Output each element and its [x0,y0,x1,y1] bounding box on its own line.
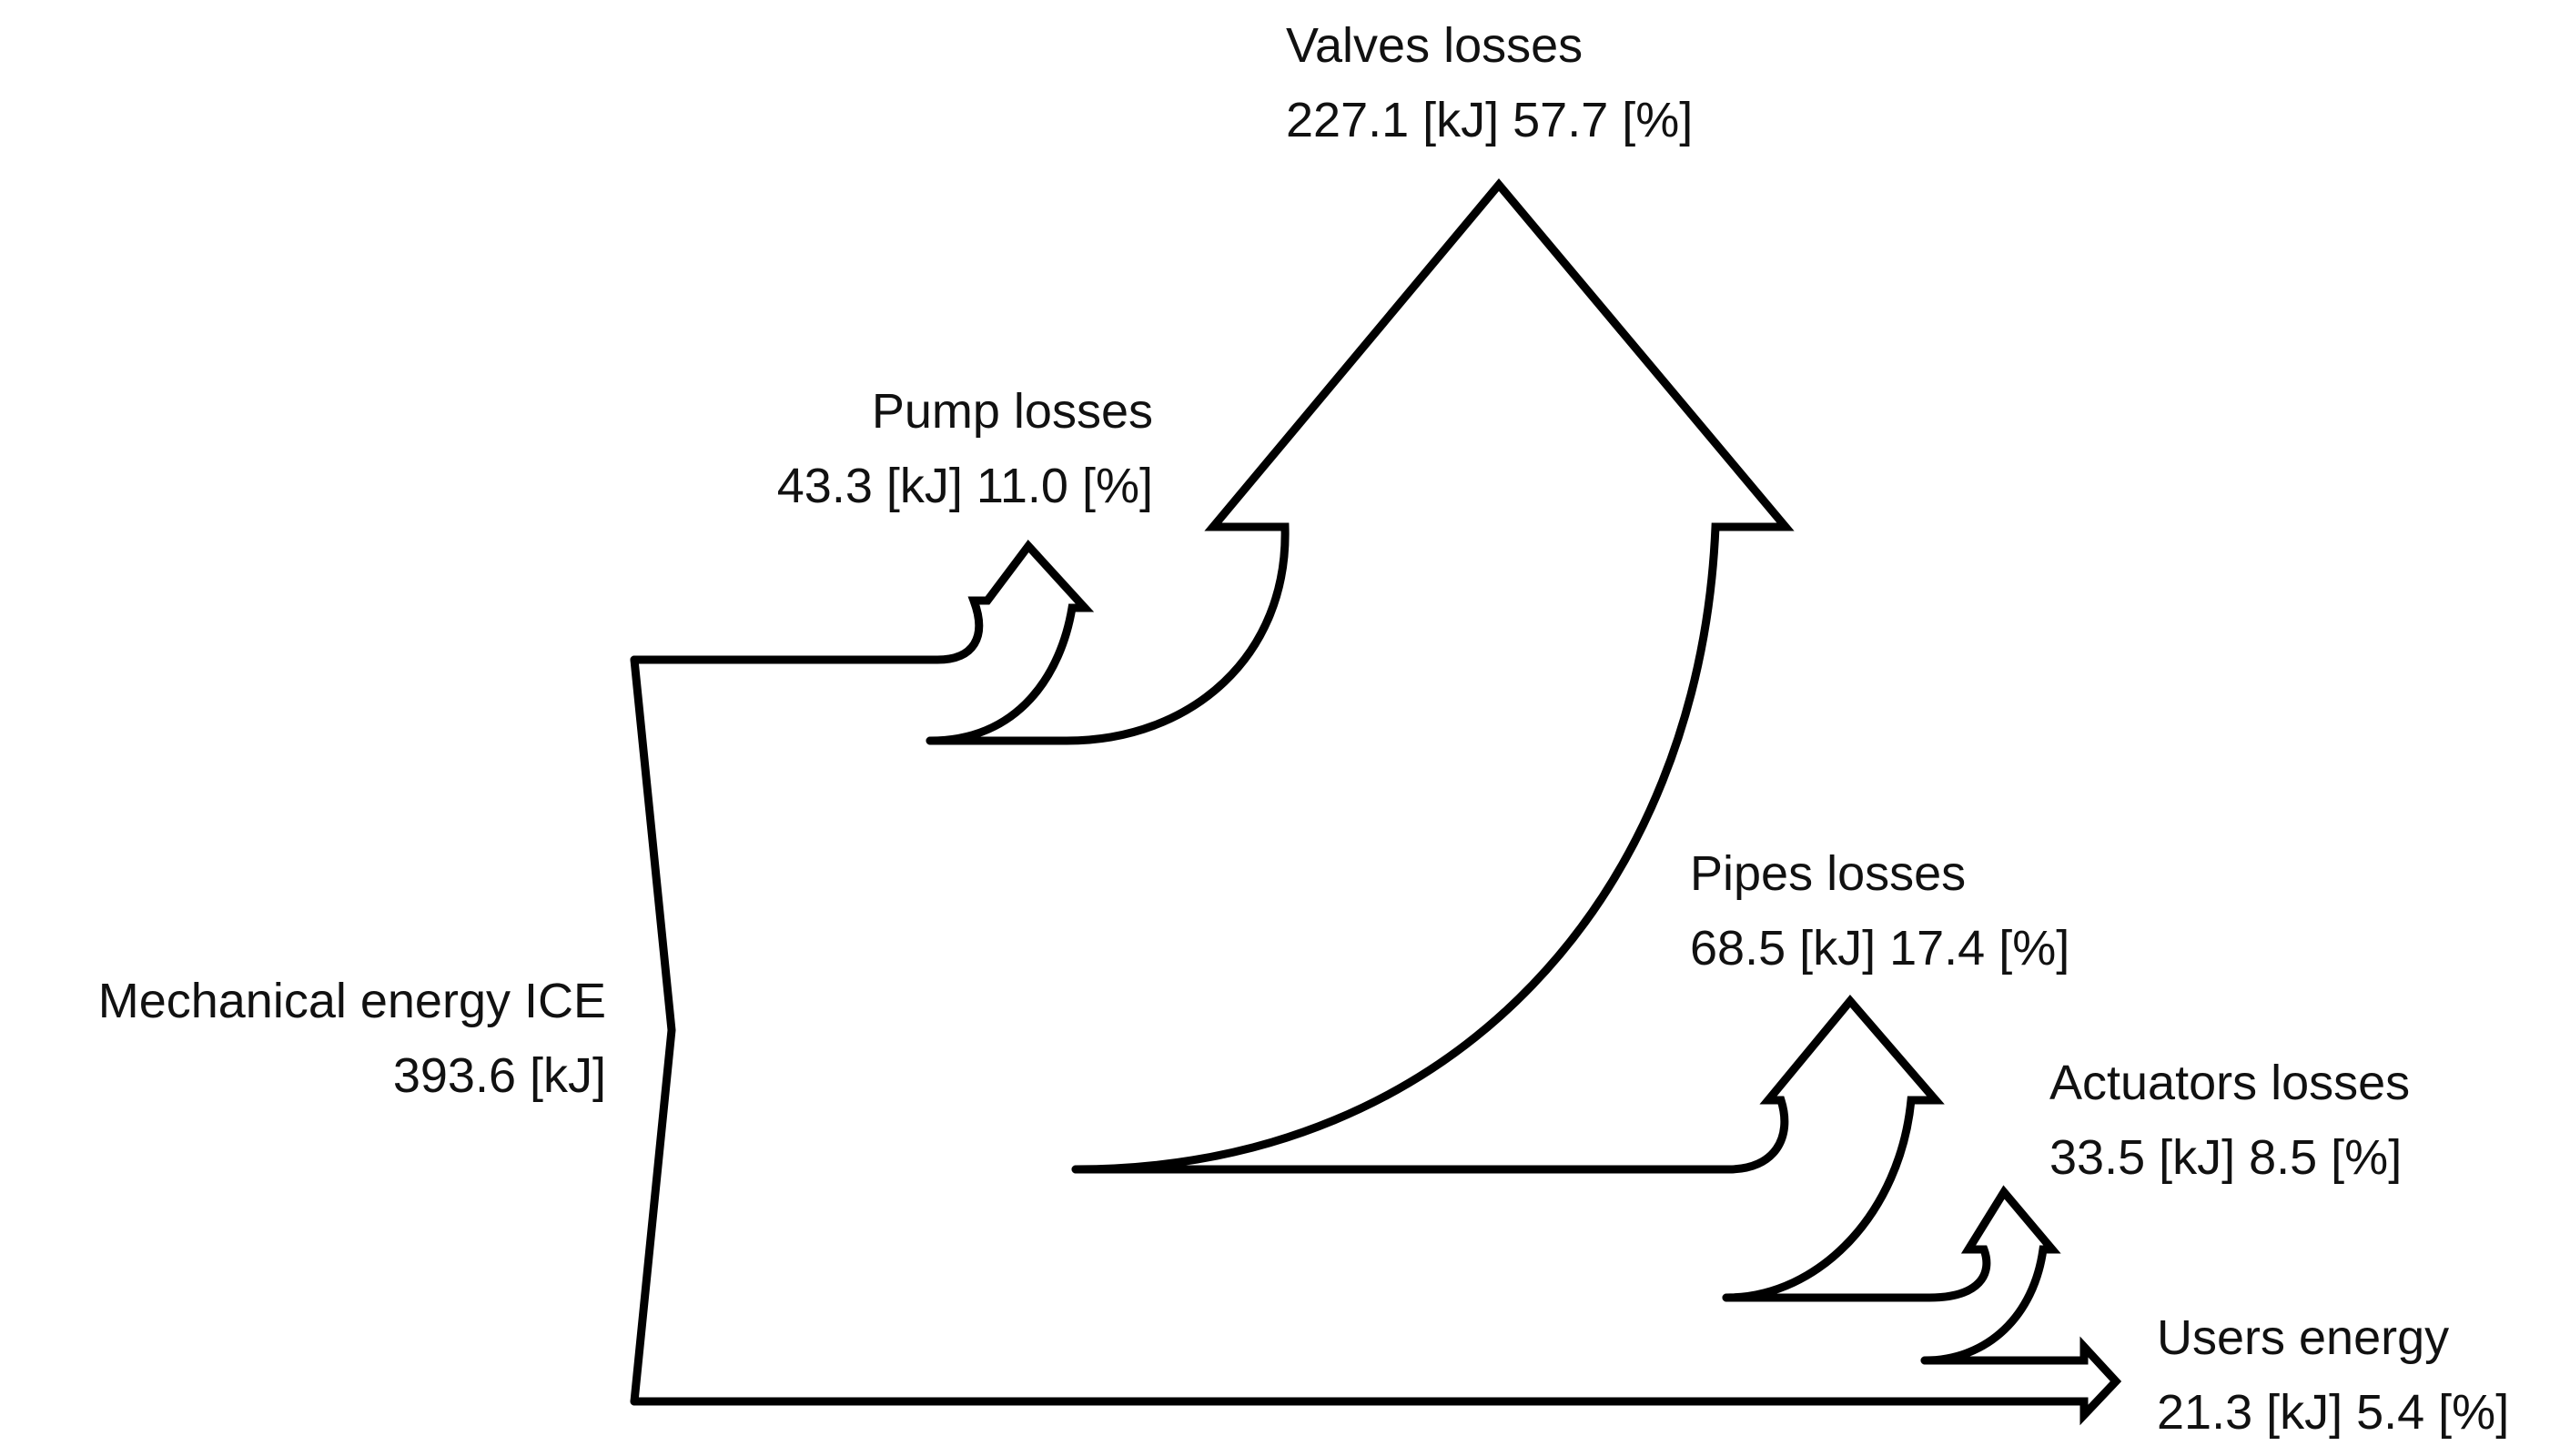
pump-losses-name-label: Pump losses [872,384,1153,439]
pipes-losses-name-label: Pipes losses [1690,846,1966,901]
source-value-label: 393.6 [kJ] [393,1048,606,1103]
actuators-losses-value-label: 33.5 [kJ] 8.5 [%] [2049,1130,2402,1185]
users-energy-arrow [630,1336,2122,1426]
pipes-losses-arrow [1071,995,1945,1302]
pump-losses-arrow [630,539,1095,745]
actuators-losses-arrow [1722,1185,2061,1365]
actuators-losses-name-label: Actuators losses [2049,1056,2410,1110]
valves-losses-arrow [926,177,1795,1174]
users-energy-name-label: Users energy [2157,1310,2449,1365]
pump-losses-value-label: 43.3 [kJ] 11.0 [%] [777,459,1153,513]
valves-losses-name-label: Valves losses [1286,18,1583,73]
source-name-label: Mechanical energy ICE [98,974,606,1028]
valves-losses-value-label: 227.1 [kJ] 57.7 [%] [1286,93,1693,147]
pipes-losses-value-label: 68.5 [kJ] 17.4 [%] [1690,921,2069,976]
users-energy-value-label: 21.3 [kJ] 5.4 [%] [2157,1385,2509,1440]
source-inflow-edge [630,655,676,1406]
